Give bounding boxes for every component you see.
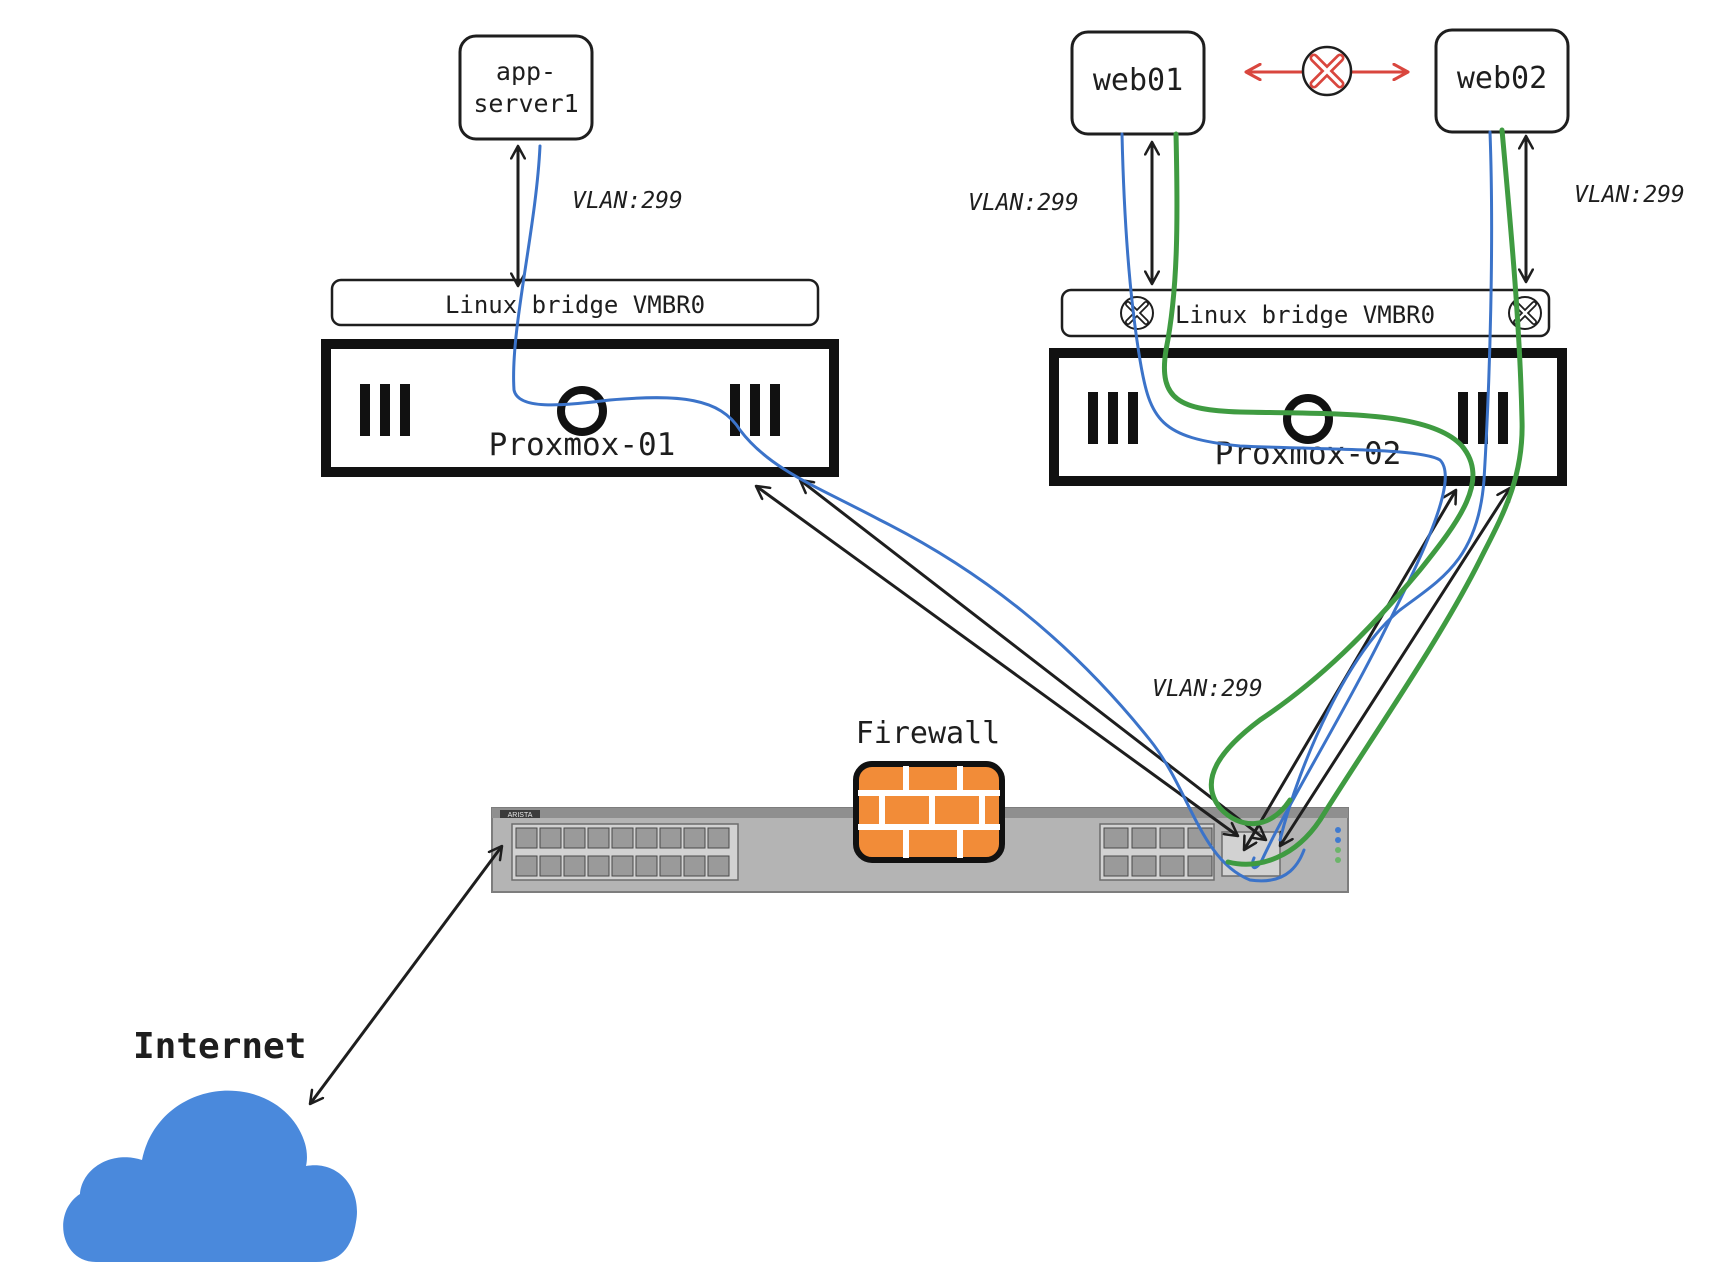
switch-port <box>563 855 586 877</box>
switch-port <box>635 855 658 877</box>
web01-label: web01 <box>1093 63 1183 98</box>
blocked-x-icon <box>1301 45 1353 97</box>
switch-port <box>707 855 730 877</box>
switch-port <box>683 855 706 877</box>
linux-bridge-right: Linux bridge VMBR0 <box>1060 288 1551 338</box>
blocked-x-icon <box>1508 296 1542 330</box>
switch-brand-label: ARISTA <box>508 812 533 819</box>
switch-port <box>515 855 538 877</box>
app-server1-label-2: server1 <box>473 89 578 118</box>
internet-switch-arrow <box>310 846 502 1104</box>
vlan-label-web02: VLAN:299 <box>1574 182 1685 208</box>
proxmox-01-host: Proxmox-01 <box>321 339 839 477</box>
web01-blue-path <box>1120 132 1447 870</box>
web01-green-path <box>1162 131 1476 826</box>
proxmox-02-label: Proxmox-02 <box>1215 436 1402 472</box>
switch-port <box>1103 827 1129 849</box>
physical-links <box>310 136 1526 1104</box>
proxmox-01-label: Proxmox-01 <box>489 427 676 463</box>
proxmox02-switch-arrow-b <box>1278 488 1512 846</box>
firewall-label: Firewall <box>856 716 1001 751</box>
switch-port <box>515 827 538 849</box>
switch-port <box>1131 827 1157 849</box>
web01-node: web01 <box>1070 30 1206 136</box>
switch-port <box>659 855 682 877</box>
switch-port <box>1187 855 1213 877</box>
switch-port <box>683 827 706 849</box>
switch-port <box>1131 855 1157 877</box>
switch-port <box>611 827 634 849</box>
switch-ports-left <box>515 827 730 877</box>
linux-bridge-left-label: Linux bridge VMBR0 <box>445 291 705 319</box>
switch-port <box>539 827 562 849</box>
switch-port <box>611 855 634 877</box>
green-paths <box>1162 127 1525 867</box>
web02-blue-path <box>1278 130 1494 842</box>
web01-web02-blocked-link <box>1246 45 1408 97</box>
web02-node: web02 <box>1434 28 1570 134</box>
switch-port <box>587 827 610 849</box>
switch-port <box>635 827 658 849</box>
proxmox-02-host: Proxmox-02 <box>1049 348 1567 486</box>
app-server1-node: app- server1 <box>458 34 594 141</box>
switch-port <box>563 827 586 849</box>
switch-port <box>539 855 562 877</box>
app-server1-label-1: app- <box>496 57 556 86</box>
web02-green-path <box>1225 127 1525 867</box>
switch-port <box>1159 855 1185 877</box>
switch-port <box>1103 855 1129 877</box>
internet-label: Internet <box>133 1026 306 1067</box>
vlan-label-switch: VLAN:299 <box>1152 676 1263 702</box>
switch-port <box>659 827 682 849</box>
vlan-label-web01: VLAN:299 <box>968 190 1079 216</box>
switch-port <box>1159 827 1185 849</box>
cloud-icon <box>63 1090 357 1262</box>
vlan-blue-paths <box>512 130 1494 883</box>
firewall: Firewall <box>853 716 1005 863</box>
vlan-label-app: VLAN:299 <box>572 188 683 214</box>
linux-bridge-left: Linux bridge VMBR0 <box>330 278 820 327</box>
web02-label: web02 <box>1457 61 1547 96</box>
linux-bridge-right-label: Linux bridge VMBR0 <box>1175 301 1435 329</box>
brick-wall-icon <box>853 761 1005 863</box>
blocked-x-icon <box>1120 296 1154 330</box>
proxmox01-switch-arrow-b <box>800 480 1266 840</box>
switch-port <box>587 855 610 877</box>
switch-port <box>707 827 730 849</box>
app-blue-path <box>512 144 1306 883</box>
